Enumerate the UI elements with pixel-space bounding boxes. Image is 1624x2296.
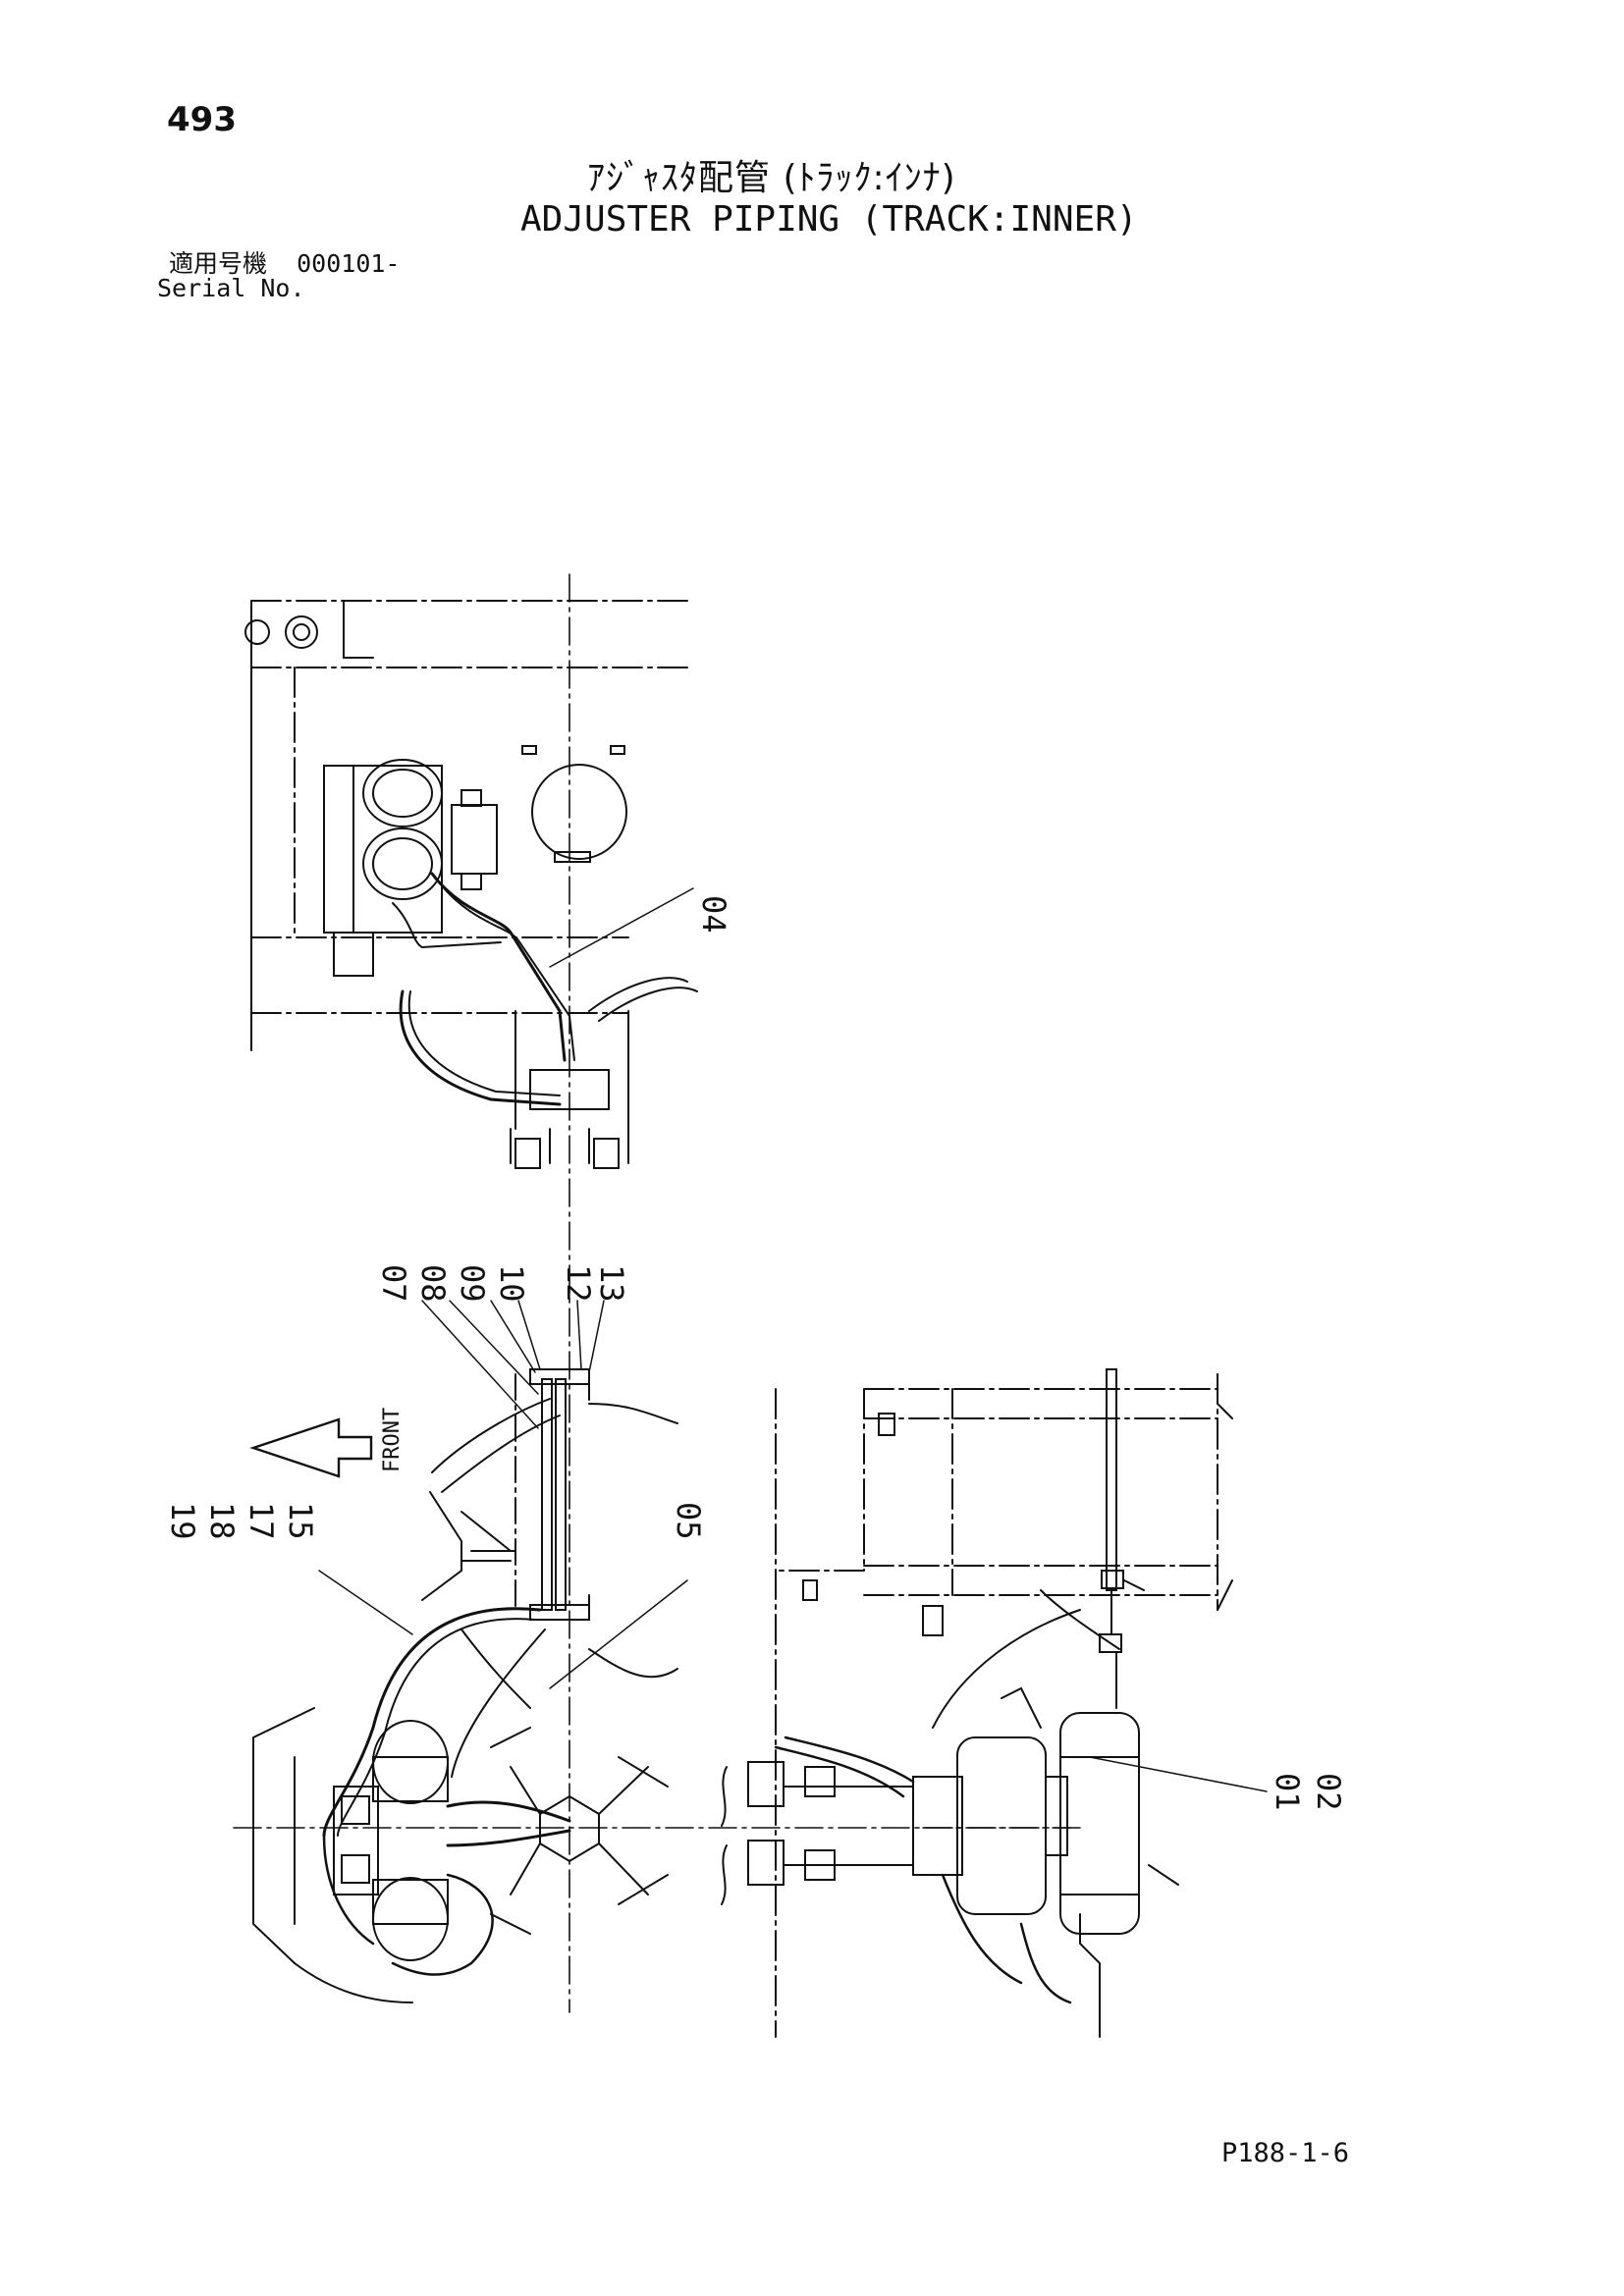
title-english: ADJUSTER PIPING (TRACK:INNER) (520, 199, 1138, 240)
accumulator-top-1 (362, 759, 443, 828)
bracket (323, 765, 354, 934)
callout-04: 04 (695, 895, 732, 934)
pipe-vertical (1106, 1368, 1117, 1591)
bottom-left-view (252, 1368, 678, 2003)
front-label: FRONT (380, 1408, 405, 1472)
callout-10: 10 (493, 1264, 530, 1303)
serial-label-en: Serial No. (157, 274, 305, 302)
front-arrow (249, 1417, 373, 1478)
accumulator-right-1 (956, 1736, 1047, 1915)
accumulator-top-2 (362, 828, 443, 900)
callout-01: 01 (1269, 1773, 1306, 1811)
callout-08: 08 (414, 1264, 452, 1303)
bolt-hole-1 (244, 619, 270, 645)
valve-block (451, 804, 498, 875)
callout-19: 19 (164, 1502, 201, 1540)
bracket-left (333, 1786, 379, 1896)
serial-block: 適用号機 000101- Serial No. (157, 251, 400, 300)
adjuster-tube (541, 1378, 553, 1611)
document-code: P188-1-6 (1221, 2138, 1350, 2168)
inspection-cover (531, 764, 627, 860)
arrow-left-icon (249, 1417, 373, 1478)
callout-07: 07 (375, 1264, 412, 1303)
callout-05: 05 (670, 1502, 707, 1540)
hose-lower (399, 989, 562, 1106)
serial-label-jp: 適用号機 (169, 249, 268, 278)
page-number: 493 (167, 100, 237, 139)
callout-17: 17 (243, 1502, 280, 1540)
bottom-right-view (721, 1368, 1268, 2038)
center-joint (529, 1069, 610, 1110)
leader-01 (1089, 1756, 1268, 1792)
callout-02: 02 (1310, 1773, 1347, 1811)
accumulator-left-1 (372, 1720, 449, 1804)
callout-09: 09 (454, 1264, 491, 1303)
serial-value: 000101- (297, 249, 401, 278)
leader-04 (549, 887, 694, 968)
hose-04 (430, 872, 567, 1062)
accumulator-left-2 (372, 1877, 449, 1961)
top-view (244, 600, 698, 1169)
bolt-hole-2 (285, 615, 318, 649)
callout-18: 18 (203, 1502, 241, 1540)
frame-rails (250, 600, 688, 1014)
leaders-left (318, 1300, 688, 1689)
manifold-right (912, 1776, 963, 1876)
callout-15: 15 (282, 1502, 319, 1540)
callout-12: 12 (560, 1264, 597, 1303)
accumulator-right-2 (1059, 1712, 1140, 1935)
callout-13: 13 (593, 1264, 630, 1303)
title-japanese: ｱｼﾞｬｽﾀ配管 (ﾄﾗｯｸ:ｲﾝﾅ) (587, 158, 956, 198)
callouts: 04 07 08 09 10 12 13 19 18 17 15 05 01 0… (164, 895, 1347, 1811)
